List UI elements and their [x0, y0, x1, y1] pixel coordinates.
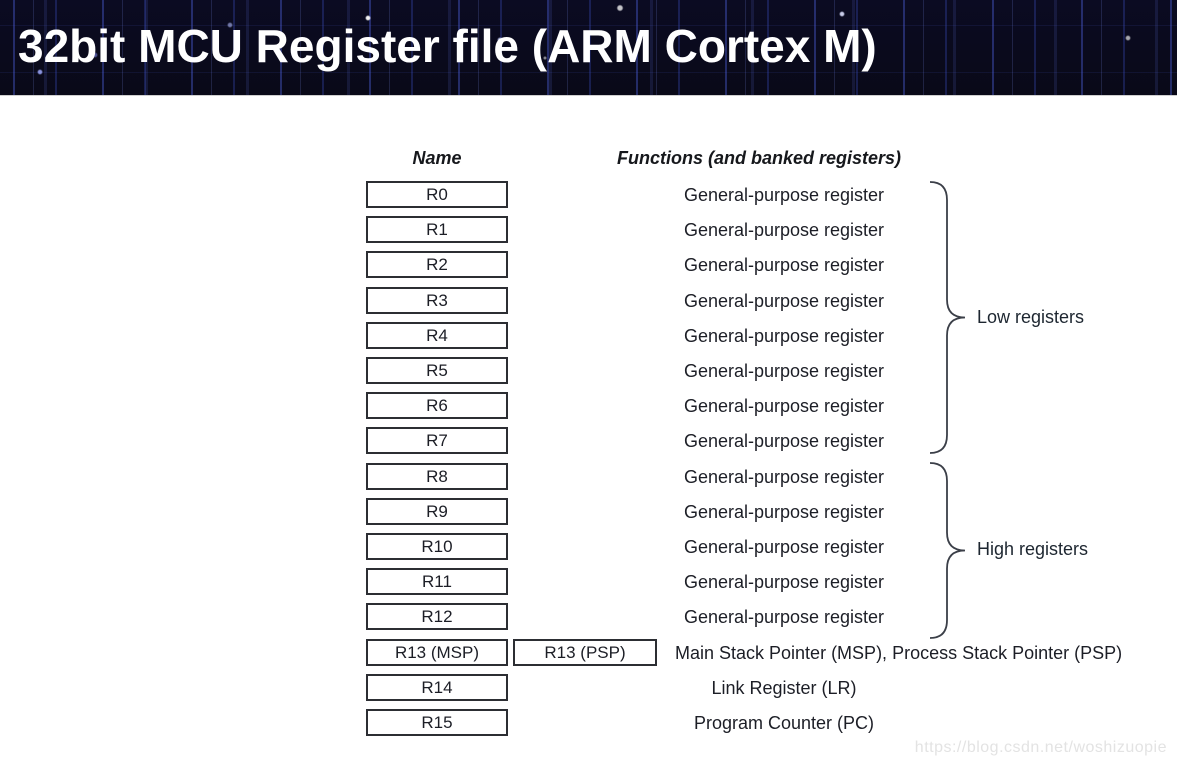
register-function-label: General-purpose register — [683, 361, 885, 381]
register-function-label: General-purpose register — [683, 572, 885, 592]
register-name-label: R13 (MSP) — [394, 643, 480, 662]
page-title: 32bit MCU Register file (ARM Cortex M) — [18, 19, 877, 72]
high-registers-brace — [929, 462, 966, 639]
register-box: R11 — [366, 568, 508, 595]
register-name-label: R5 — [426, 361, 448, 380]
functions-column-header: Functions (and banked registers) — [616, 148, 902, 168]
register-box: R4 — [366, 322, 508, 349]
register-function-label: Link Register (LR) — [711, 678, 857, 698]
register-name-label: R8 — [426, 467, 448, 486]
low-registers-label: Low registers — [977, 307, 1085, 327]
register-function-label: General-purpose register — [683, 502, 885, 522]
register-name-label: R14 — [421, 678, 453, 697]
register-name-label: R6 — [426, 396, 448, 415]
name-column-header: Name — [412, 148, 462, 168]
banked-register-box: R13 (PSP) — [513, 639, 657, 666]
register-name-label: R7 — [426, 431, 448, 450]
register-box: R8 — [366, 463, 508, 490]
register-name-label: R9 — [426, 502, 448, 521]
register-function-label: Main Stack Pointer (MSP), Process Stack … — [675, 643, 1123, 663]
register-box: R0 — [366, 181, 508, 208]
register-box: R5 — [366, 357, 508, 384]
register-function-label: General-purpose register — [683, 607, 885, 627]
register-function-label: General-purpose register — [683, 291, 885, 311]
title-banner: 32bit MCU Register file (ARM Cortex M) — [0, 0, 1177, 96]
register-function-label: Program Counter (PC) — [693, 713, 875, 733]
register-function-label: General-purpose register — [683, 185, 885, 205]
register-name-label: R4 — [426, 326, 448, 345]
register-box: R2 — [366, 251, 508, 278]
register-name-label: R11 — [422, 572, 452, 591]
register-box: R14 — [366, 674, 508, 701]
register-box: R6 — [366, 392, 508, 419]
register-name-label: R12 — [421, 607, 453, 626]
register-box: R9 — [366, 498, 508, 525]
register-name-label: R0 — [426, 185, 448, 204]
banked-register-name-label: R13 (PSP) — [544, 643, 626, 662]
register-function-label: General-purpose register — [683, 255, 885, 275]
register-name-label: R3 — [426, 291, 448, 310]
register-box: R12 — [366, 603, 508, 630]
register-box: R7 — [366, 427, 508, 454]
register-function-label: General-purpose register — [683, 431, 885, 451]
register-function-label: General-purpose register — [683, 326, 885, 346]
register-box: R15 — [366, 709, 508, 736]
register-box: R1 — [366, 216, 508, 243]
register-function-label: General-purpose register — [683, 220, 885, 240]
register-function-label: General-purpose register — [683, 537, 885, 557]
register-name-label: R15 — [421, 713, 453, 732]
register-name-label: R1 — [426, 220, 448, 239]
register-group-braces — [929, 181, 966, 639]
high-registers-label: High registers — [977, 539, 1089, 559]
watermark-url: https://blog.csdn.net/woshizuopie — [914, 739, 1167, 756]
register-function-label: General-purpose register — [683, 467, 885, 487]
register-box: R3 — [366, 287, 508, 314]
register-box: R10 — [366, 533, 508, 560]
register-name-label: R2 — [426, 255, 448, 274]
register-function-label: General-purpose register — [683, 396, 885, 416]
register-name-label: R10 — [421, 537, 453, 556]
low-registers-brace — [929, 181, 966, 454]
register-box: R13 (MSP) — [366, 639, 508, 666]
